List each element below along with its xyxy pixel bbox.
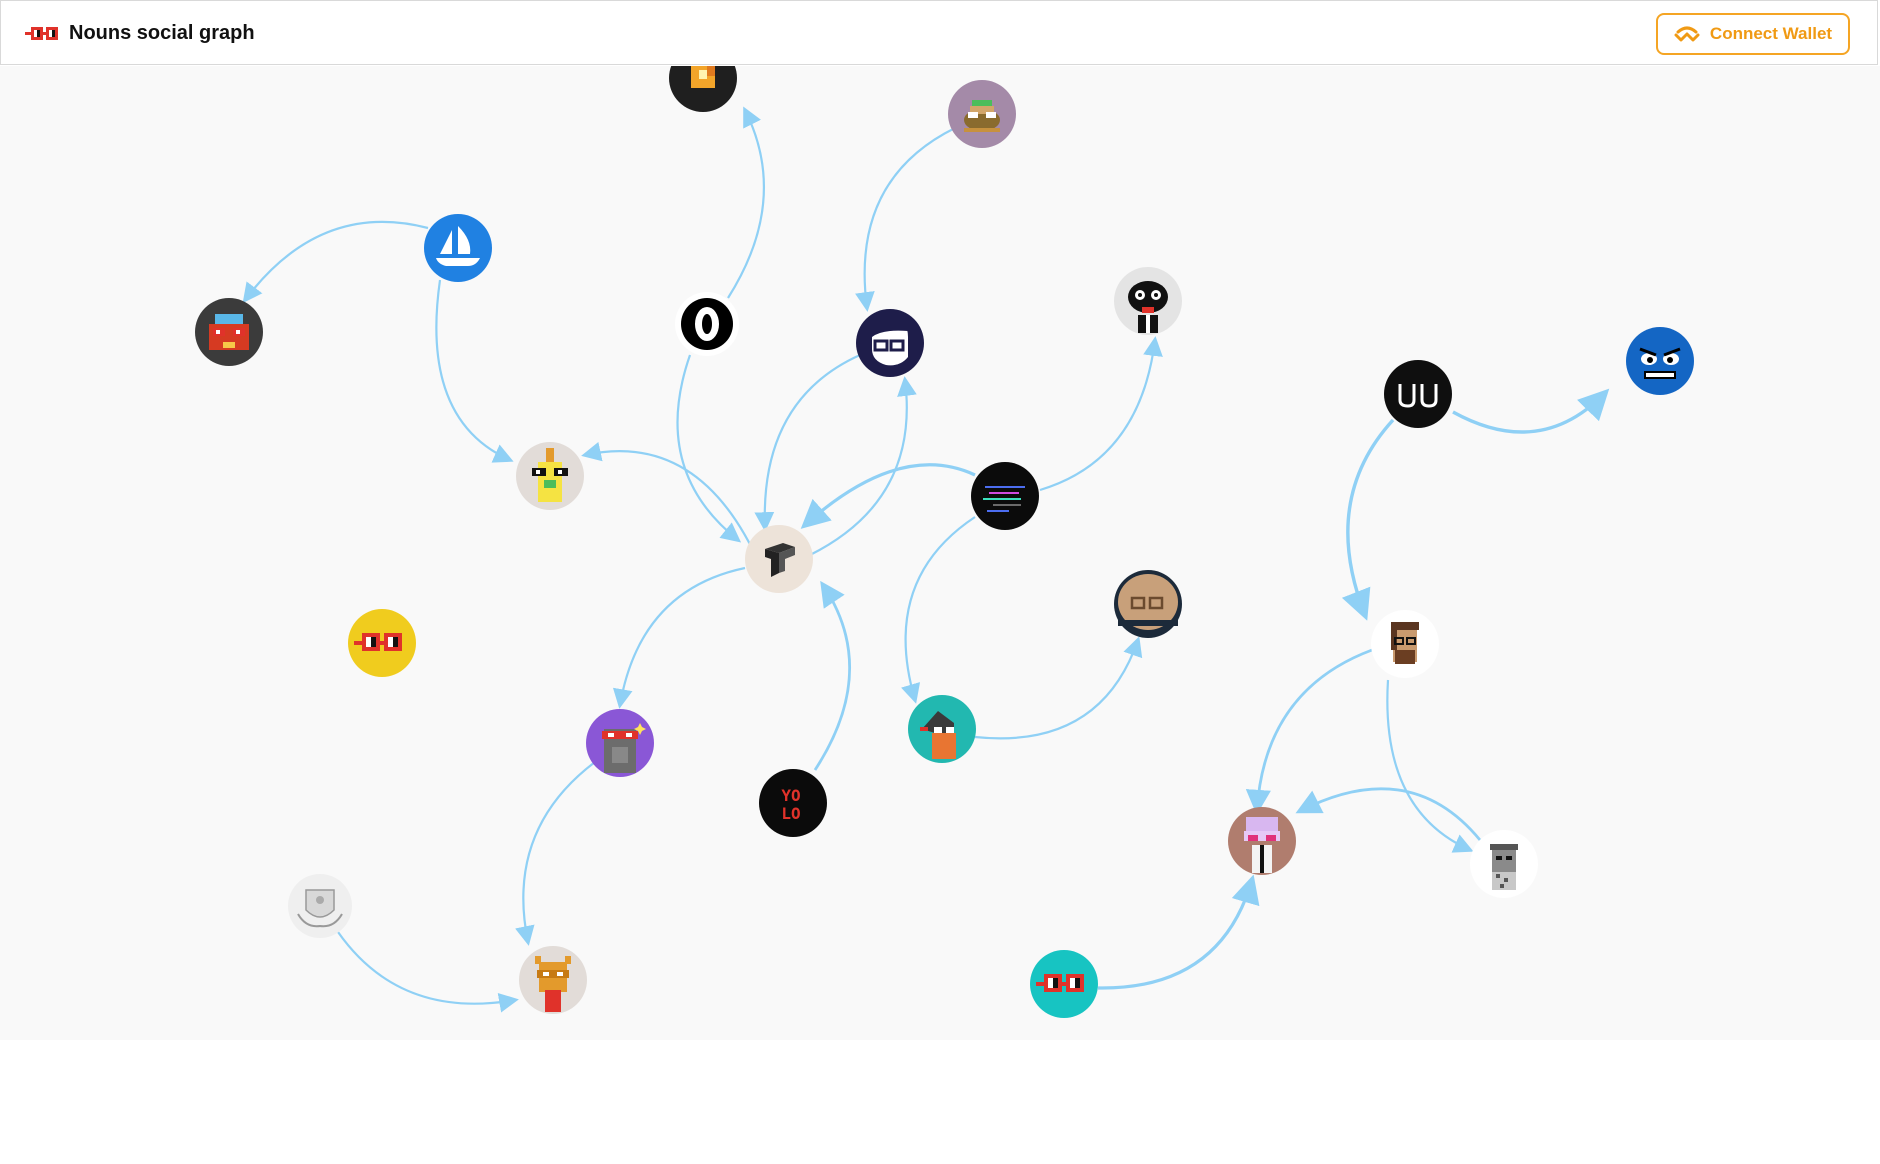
edge bbox=[813, 580, 852, 771]
graph-node-fish[interactable] bbox=[908, 695, 976, 763]
edge bbox=[754, 353, 861, 532]
connect-wallet-button[interactable]: Connect Wallet bbox=[1656, 13, 1850, 55]
graph-edges bbox=[242, 106, 1610, 1013]
edge bbox=[809, 376, 917, 556]
graph-node-opensea[interactable] bbox=[424, 214, 492, 282]
graph-nodes[interactable]: YO LO bbox=[195, 66, 1694, 1018]
edge bbox=[242, 220, 429, 304]
graph-node-glitch[interactable] bbox=[971, 462, 1039, 530]
graph-node-bearded-man[interactable] bbox=[1371, 610, 1439, 678]
svg-text:LO: LO bbox=[781, 804, 800, 823]
edge bbox=[581, 441, 762, 566]
graph-svg[interactable]: YO LO bbox=[0, 66, 1880, 1040]
graph-node-yolo[interactable]: YO LO bbox=[759, 769, 827, 837]
graph-node-yellow-noggles[interactable] bbox=[348, 609, 416, 677]
app-title: Nouns social graph bbox=[69, 22, 255, 44]
edge bbox=[435, 279, 514, 463]
graph-node-center-hub[interactable] bbox=[745, 525, 813, 593]
social-graph-canvas[interactable]: YO LO bbox=[0, 66, 1880, 1040]
graph-node-glasses-face[interactable] bbox=[856, 309, 924, 377]
edge bbox=[1039, 336, 1163, 492]
edge bbox=[1341, 418, 1395, 621]
edge bbox=[1386, 679, 1474, 853]
graph-node-purple-robot[interactable] bbox=[586, 709, 654, 777]
edge bbox=[1245, 648, 1373, 816]
connect-wallet-label: Connect Wallet bbox=[1709, 24, 1833, 43]
graph-node-frog[interactable] bbox=[948, 80, 1016, 148]
edge bbox=[337, 931, 519, 1013]
graph-node-trash-can[interactable] bbox=[1470, 830, 1538, 898]
noggles-logo-icon bbox=[25, 27, 58, 40]
edge bbox=[1295, 787, 1482, 841]
edge bbox=[855, 127, 956, 312]
edge bbox=[1452, 388, 1610, 434]
graph-node-dragon[interactable] bbox=[519, 946, 587, 1014]
svg-text:YO: YO bbox=[781, 786, 800, 805]
walletconnect-icon bbox=[1674, 26, 1700, 42]
edge bbox=[974, 636, 1143, 740]
edge bbox=[676, 354, 742, 543]
edge bbox=[800, 463, 976, 529]
graph-node-banana[interactable] bbox=[516, 442, 584, 510]
edge bbox=[727, 106, 765, 299]
graph-node-cow[interactable] bbox=[1114, 267, 1182, 335]
graph-node-pixel-block[interactable] bbox=[669, 66, 737, 112]
edge bbox=[515, 761, 596, 946]
graph-node-zero-ring[interactable] bbox=[675, 292, 739, 356]
graph-node-red-crab[interactable] bbox=[195, 298, 263, 366]
edge bbox=[612, 566, 746, 709]
edge bbox=[901, 516, 976, 704]
app-header: Nouns social graph Connect Wallet bbox=[0, 0, 1878, 65]
graph-node-angry-face[interactable] bbox=[1626, 327, 1694, 395]
graph-node-crest[interactable] bbox=[288, 874, 352, 938]
edge bbox=[1097, 874, 1260, 990]
graph-node-pink-hat[interactable] bbox=[1228, 807, 1296, 875]
graph-node-bronze-noun[interactable] bbox=[1114, 570, 1182, 638]
graph-node-teal-noggles[interactable] bbox=[1030, 950, 1098, 1018]
graph-node-vv[interactable] bbox=[1384, 360, 1452, 428]
